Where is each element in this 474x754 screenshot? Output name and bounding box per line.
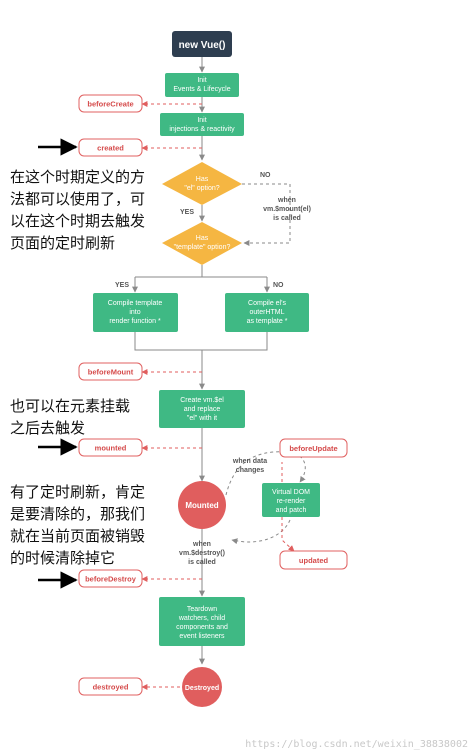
watermark: https://blog.csdn.net/weixin_38838002 (245, 739, 468, 750)
compile-el-label-1: Compile el's (248, 300, 286, 307)
hook-connectors (141, 101, 295, 690)
label-when-destroy-1: when (192, 541, 211, 548)
label-when-mount-2: vm.$mount(el) (263, 206, 311, 213)
hook-before-destroy-label: beforeDestroy (85, 575, 137, 584)
flow-connectors (132, 57, 306, 665)
label-when-data-1: when data (232, 458, 267, 465)
has-template-decision: Has "template" option? (162, 222, 242, 265)
has-el-decision: Has "el" option? (162, 162, 242, 205)
destroyed-state: Destroyed (182, 667, 222, 707)
mounted-state: Mounted (178, 481, 226, 529)
teardown-label-4: event listeners (179, 633, 225, 640)
hook-updated: updated (279, 550, 348, 570)
init-injections-node: Init injections & reactivity (160, 113, 244, 136)
label-no-el: NO (260, 172, 271, 179)
compile-el-label-2: outerHTML (249, 309, 284, 316)
destroyed-state-label: Destroyed (185, 685, 219, 692)
has-el-label-1: Has (196, 176, 209, 183)
hook-destroyed-label: destroyed (93, 683, 129, 692)
mounted-state-label: Mounted (185, 501, 218, 510)
label-no-template: NO (273, 282, 284, 289)
hook-before-create: beforeCreate (78, 94, 143, 113)
hook-mounted: mounted (78, 438, 143, 457)
has-el-label-2: "el" option? (184, 185, 219, 192)
compile-template-label-2: into (129, 309, 140, 316)
has-template-label-1: Has (196, 235, 209, 242)
hook-before-mount: beforeMount (78, 362, 143, 381)
hook-before-destroy: beforeDestroy (78, 569, 143, 588)
create-el-node: Create vm.$el and replace "el" with it (159, 390, 245, 428)
hook-created-label: created (97, 144, 124, 153)
compile-template-node: Compile template into render function * (93, 293, 178, 332)
create-el-label-2: and replace (184, 406, 221, 413)
hook-created: created (78, 138, 143, 157)
new-vue-label: new Vue() (179, 40, 226, 51)
virtual-dom-label-2: re-render (277, 498, 306, 505)
compile-template-label-1: Compile template (108, 300, 163, 307)
virtual-dom-label-3: and patch (276, 507, 307, 514)
init-events-label-2: Events & Lifecycle (173, 86, 230, 93)
compile-el-node: Compile el's outerHTML as template * (225, 293, 309, 332)
virtual-dom-label-1: Virtual DOM (272, 489, 310, 496)
hook-mounted-label: mounted (95, 444, 127, 453)
hook-before-update-label: beforeUpdate (289, 444, 337, 453)
annotation-arrows (38, 138, 78, 589)
hook-destroyed: destroyed (78, 677, 143, 696)
annotation-destroy-note: 有了定时刷新，肯定 是要清除的，那我们 就在当前页面被销毁 的时候清除掉它 (10, 483, 146, 567)
has-template-label-2: "template" option? (174, 244, 231, 251)
edge-labels: NO YES when vm.$mount(el) is called YES … (115, 172, 311, 566)
label-yes-template: YES (115, 282, 129, 289)
teardown-label-3: components and (176, 624, 228, 631)
teardown-label-1: Teardown (187, 606, 217, 613)
create-el-label-1: Create vm.$el (180, 397, 224, 404)
annotation-mounted-note: 也可以在元素挂载 之后去触发 (10, 397, 131, 437)
teardown-label-2: watchers, child (178, 615, 225, 622)
compile-template-label-3: render function * (109, 318, 161, 325)
teardown-node: Teardown watchers, child components and … (159, 597, 245, 646)
create-el-label-3: "el" with it (187, 415, 217, 422)
virtual-dom-node: Virtual DOM re-render and patch (262, 483, 320, 517)
init-injections-label-1: Init (197, 117, 206, 124)
compile-el-label-3: as template * (247, 318, 288, 325)
label-yes-el: YES (180, 209, 194, 216)
hook-before-mount-label: beforeMount (88, 368, 134, 377)
label-when-data-2: changes (236, 467, 265, 474)
init-events-node: Init Events & Lifecycle (165, 73, 239, 97)
init-injections-label-2: injections & reactivity (169, 126, 235, 133)
annotation-created-note: 在这个时期定义的方 法都可以使用了，可 以在这个时期去触发 页面的定时刷新 (10, 168, 146, 252)
label-when-mount-3: is called (273, 215, 301, 222)
hook-before-update: beforeUpdate (279, 438, 348, 458)
hook-before-create-label: beforeCreate (87, 100, 133, 109)
hook-updated-label: updated (299, 556, 329, 565)
label-when-destroy-3: is called (188, 559, 216, 566)
label-when-mount-1: when (277, 197, 296, 204)
new-vue-node: new Vue() (172, 31, 232, 57)
init-events-label-1: Init (197, 77, 206, 84)
label-when-destroy-2: vm.$destroy() (179, 550, 225, 557)
